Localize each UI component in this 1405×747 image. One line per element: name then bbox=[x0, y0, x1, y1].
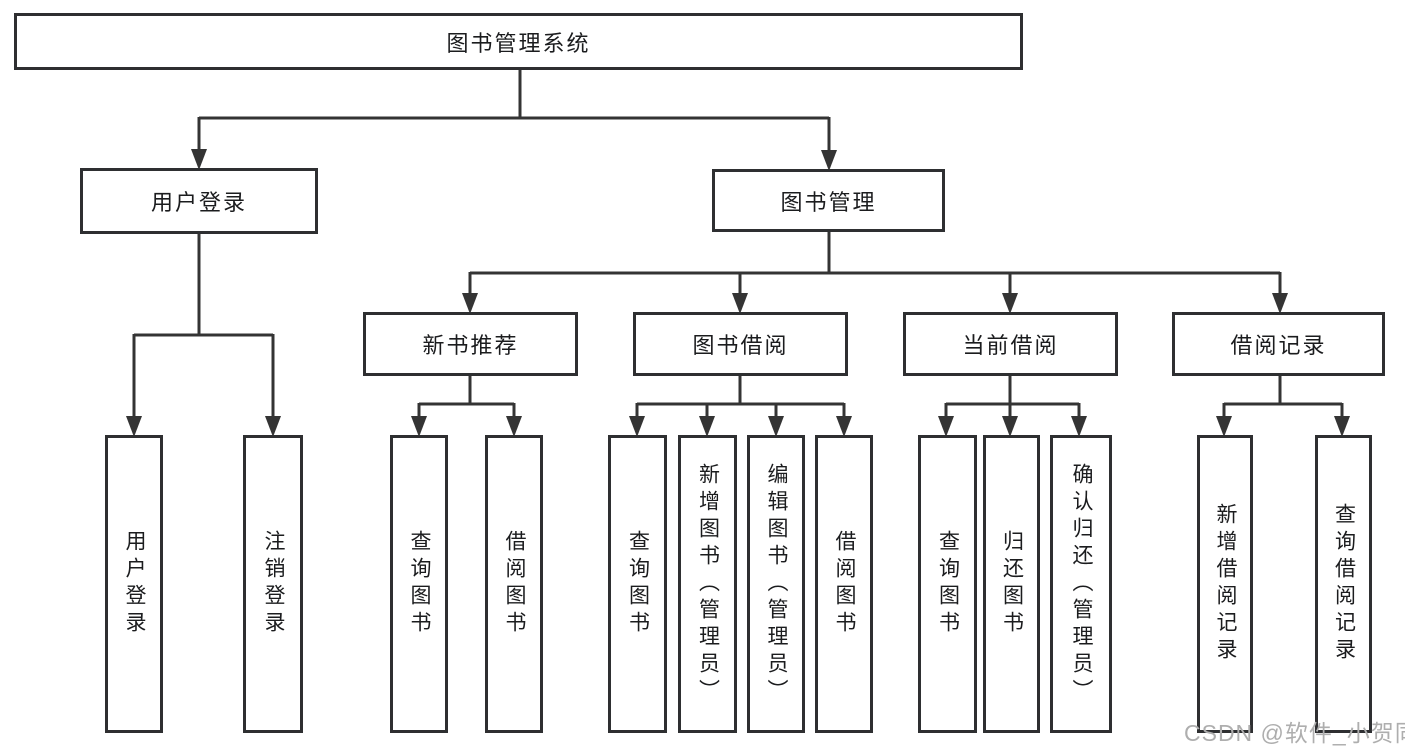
node-label: 新增图书（管理员） bbox=[696, 462, 720, 706]
node-label: 借阅图书 bbox=[833, 530, 856, 638]
node-label: 编辑图书（管理员） bbox=[765, 462, 788, 706]
node-label: 用户登录 bbox=[123, 530, 146, 638]
node-label: 归还图书 bbox=[1000, 530, 1024, 638]
node-borrowing-records: 借阅记录 bbox=[1172, 312, 1385, 376]
leaf-bb-add-books-admin: 新增图书（管理员） bbox=[678, 435, 737, 733]
node-label: 查询图书 bbox=[408, 530, 431, 638]
node-label: 用户登录 bbox=[150, 190, 247, 215]
node-label: 新书推荐 bbox=[422, 333, 519, 358]
node-label: 图书借阅 bbox=[692, 333, 789, 358]
node-book-management: 图书管理 bbox=[712, 169, 945, 232]
node-current-borrowing: 当前借阅 bbox=[903, 312, 1118, 376]
node-new-book-recommendation: 新书推荐 bbox=[363, 312, 578, 376]
node-label: 确认归还（管理员） bbox=[1070, 462, 1093, 706]
node-label: 查询图书 bbox=[626, 530, 650, 638]
arrowhead-icons bbox=[126, 149, 1350, 437]
leaf-cb-query-books: 查询图书 bbox=[918, 435, 977, 733]
node-label: 图书管理 bbox=[780, 189, 877, 215]
leaf-nbr-borrow-books: 借阅图书 bbox=[485, 435, 543, 733]
leaf-bb-edit-books-admin: 编辑图书（管理员） bbox=[747, 435, 805, 733]
node-label: 新增借阅记录 bbox=[1214, 503, 1237, 665]
node-label: 当前借阅 bbox=[962, 333, 1059, 358]
node-label: 图书管理系统 bbox=[446, 30, 591, 56]
leaf-br-add-record: 新增借阅记录 bbox=[1197, 435, 1253, 733]
leaf-user-login: 用户登录 bbox=[105, 435, 163, 733]
node-user-login-group: 用户登录 bbox=[80, 168, 318, 234]
node-label: 注销登录 bbox=[262, 530, 285, 638]
leaf-br-query-record: 查询借阅记录 bbox=[1315, 435, 1372, 733]
leaf-bb-query-books: 查询图书 bbox=[608, 435, 667, 733]
leaf-bb-borrow-books: 借阅图书 bbox=[815, 435, 873, 733]
node-root-system: 图书管理系统 bbox=[14, 13, 1023, 70]
leaf-logout: 注销登录 bbox=[243, 435, 303, 733]
node-label: 借阅图书 bbox=[503, 530, 526, 638]
node-book-borrowing: 图书借阅 bbox=[633, 312, 848, 376]
node-label: 查询图书 bbox=[936, 530, 960, 638]
leaf-cb-return-books: 归还图书 bbox=[983, 435, 1040, 733]
leaf-nbr-query-books: 查询图书 bbox=[390, 435, 448, 733]
node-label: 查询借阅记录 bbox=[1332, 503, 1356, 665]
leaf-cb-confirm-return-admin: 确认归还（管理员） bbox=[1050, 435, 1112, 733]
csdn-watermark: CSDN @软件_小贺同学 bbox=[1184, 720, 1405, 746]
node-label: 借阅记录 bbox=[1230, 333, 1327, 358]
